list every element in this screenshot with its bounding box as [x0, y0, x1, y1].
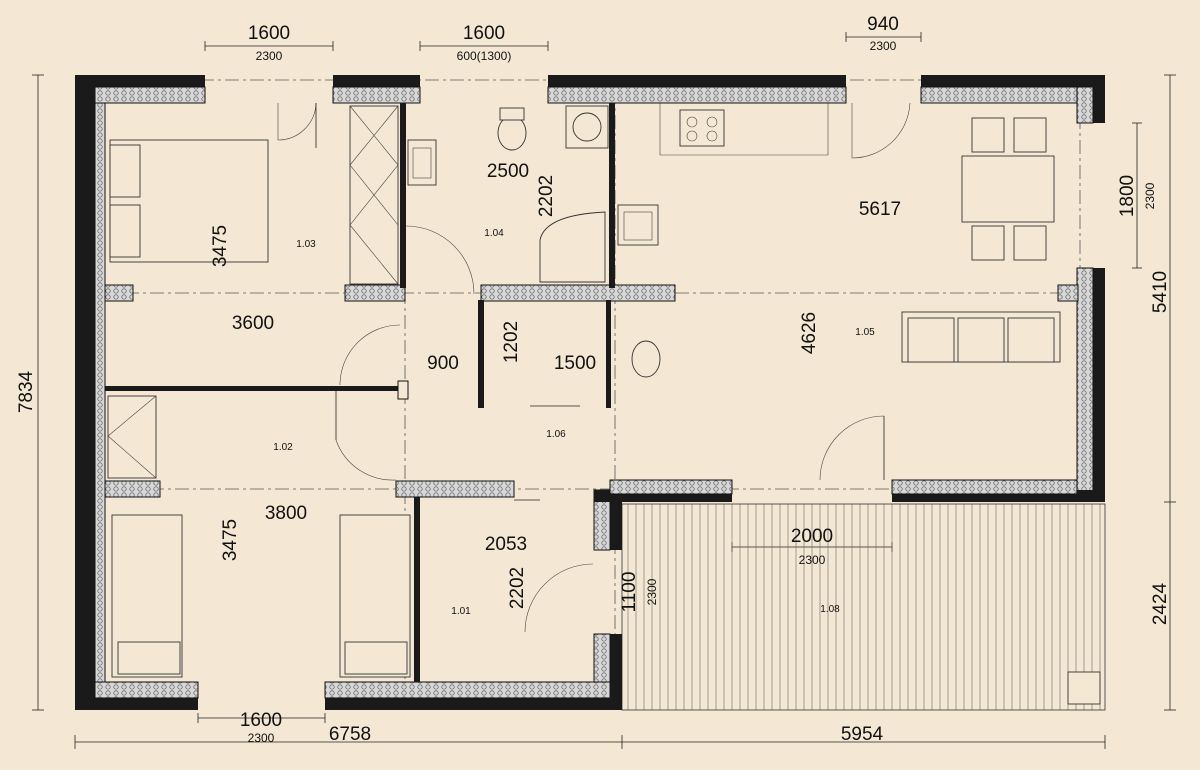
dim-room-101b-height: 3475 [220, 519, 241, 561]
dim-bottom-window: 1600 [240, 710, 282, 731]
room-label-108: 1.08 [820, 604, 840, 615]
exterior-walls [75, 75, 1105, 710]
interior-walls [104, 103, 1079, 682]
room-label-105: 1.05 [855, 327, 875, 338]
dim-top-window-1: 1600 [248, 23, 290, 44]
dim-terrace-door-sub: 2300 [645, 578, 659, 605]
dim-room-101-width: 2053 [485, 534, 527, 555]
dim-top-window-3-sub: 2300 [870, 39, 897, 53]
dim-bottom-left-total: 6758 [329, 724, 371, 745]
dim-terrace-width-sub: 2300 [799, 553, 826, 567]
room-label-102: 1.02 [273, 442, 293, 453]
room-label-104: 1.04 [484, 228, 504, 239]
terrace-deck [621, 503, 1106, 711]
room-labels: 1.03 1.04 1.02 1.06 1.05 1.01 1.08 [273, 228, 875, 617]
dim-right-window: 1800 [1117, 175, 1138, 217]
dim-room-103-height: 3475 [210, 225, 231, 267]
dim-living-depth: 5617 [859, 199, 901, 220]
dim-bottom-window-sub: 2300 [248, 731, 275, 745]
furniture [107, 102, 1061, 678]
dim-right-window-sub: 2300 [1143, 182, 1157, 209]
dim-top-window-2: 1600 [463, 23, 505, 44]
room-label-101: 1.01 [451, 606, 471, 617]
dim-living-height: 4626 [799, 312, 820, 354]
dim-terrace-width: 2000 [791, 526, 833, 547]
dim-bottom-right-total: 5954 [841, 724, 884, 745]
dim-top-window-1-sub: 2300 [256, 49, 283, 63]
dim-bath-width: 2500 [487, 161, 529, 182]
dim-hall-width: 900 [427, 353, 459, 374]
dim-overall-left: 7834 [16, 370, 37, 413]
dim-top-window-2-sub: 600(1300) [457, 49, 512, 63]
room-label-106: 1.06 [546, 429, 566, 440]
room-label-103: 1.03 [296, 239, 316, 250]
dim-closet-width: 1500 [554, 353, 596, 374]
dim-top-window-3: 940 [867, 14, 899, 35]
dim-closet-height: 1202 [501, 321, 522, 363]
dim-right-upper: 5410 [1150, 271, 1171, 313]
dimension-labels: 1600 2300 1600 600(1300) 940 2300 1600 2… [16, 14, 1171, 745]
dim-room-101b-width: 3800 [265, 503, 307, 524]
dim-room-101-height: 2202 [507, 567, 528, 609]
dim-right-lower: 2424 [1150, 582, 1171, 625]
dim-bath-height: 2202 [536, 175, 557, 217]
dim-terrace-door: 1100 [619, 572, 640, 613]
dim-room-102-width: 3600 [232, 313, 274, 334]
